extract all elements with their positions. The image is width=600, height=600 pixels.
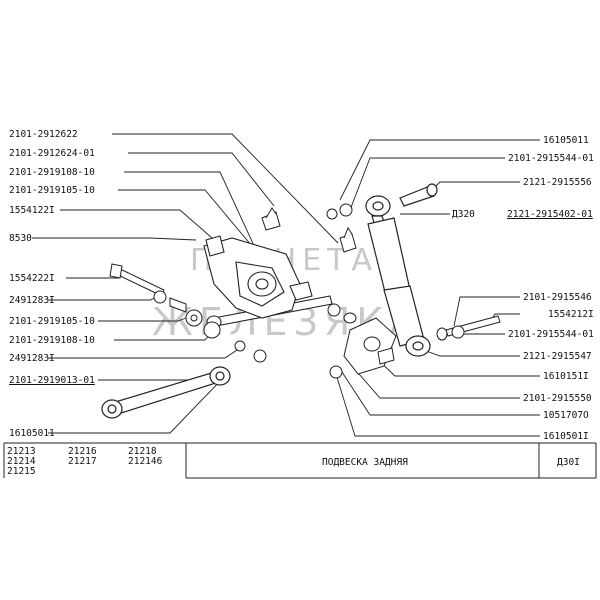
part-label: 2101-2915546 — [523, 292, 592, 303]
leader-line — [32, 237, 197, 241]
part-label: 1554122I — [9, 205, 55, 216]
leader-line — [335, 373, 540, 437]
leader-line — [48, 374, 227, 434]
washer-right-2 — [451, 325, 465, 339]
bushing-left-2 — [203, 321, 221, 339]
part-label: 2491283I — [9, 295, 55, 306]
leader-line — [453, 296, 520, 327]
part-label: 2101-2919108-10 — [9, 335, 95, 346]
leader-line — [48, 347, 241, 359]
part-label: 2121-2915547 — [523, 351, 592, 362]
leader-line — [98, 317, 187, 322]
part-label: 2491283I — [9, 353, 55, 364]
washer-left — [153, 290, 167, 304]
leader-line — [112, 133, 339, 244]
part-label: 1554212I — [548, 309, 594, 320]
part-label: 1554222I — [9, 273, 55, 284]
washer-left-2 — [234, 340, 246, 352]
nut-right-1 — [326, 208, 338, 220]
leader-line — [339, 139, 540, 201]
part-label: 2101-2915544-01 — [508, 153, 594, 164]
leader-line — [349, 157, 505, 211]
part-label: 2101-2915550 — [523, 393, 592, 404]
leader-line — [124, 171, 257, 251]
part-label: 16105011 — [543, 135, 589, 146]
part-label: 2101-2915544-01 — [508, 329, 594, 340]
model-code: 21216 — [68, 446, 97, 457]
part-label: 16105011 — [9, 428, 55, 439]
leader-line — [128, 152, 275, 207]
model-code: 21218 — [128, 446, 157, 457]
spacer-left — [169, 297, 187, 313]
part-label: 2101-2912624-01 — [9, 148, 95, 159]
model-code: 21215 — [7, 466, 36, 477]
model-code: 21217 — [68, 456, 97, 467]
part-label: 2101-2919105-10 — [9, 185, 95, 196]
part-label: 2101-2919108-10 — [9, 167, 95, 178]
spacer-right — [377, 347, 395, 365]
page-title: ПОДВЕСКА ЗАДНЯЯ — [322, 457, 408, 468]
part-label: 2101-2919013-01 — [9, 375, 95, 386]
part-label: 1610501I — [543, 431, 589, 442]
model-code: 212146 — [128, 456, 163, 467]
bracket-tab — [205, 235, 225, 257]
nut-left — [253, 349, 267, 363]
part-label: 2101-2912622 — [9, 129, 78, 140]
nut-right-2 — [329, 365, 343, 379]
part-label: 2101-2919105-10 — [9, 316, 95, 327]
washer-right-1 — [339, 203, 353, 217]
part-label: 2121-2915556 — [523, 177, 592, 188]
part-label: 2121-2915402-01 — [507, 209, 593, 220]
bushing-right-2 — [343, 312, 357, 324]
bushing-right — [327, 303, 341, 317]
part-label: 1610151I — [543, 371, 589, 382]
part-label: 8530 — [9, 233, 32, 244]
model-code: 21213 — [7, 446, 36, 457]
part-label: 1051707O — [543, 410, 589, 421]
leader-line — [341, 371, 540, 416]
leader-line — [351, 365, 520, 399]
model-code: 21214 — [7, 456, 36, 467]
page-code: Д30I — [557, 457, 580, 468]
inline-part-label: Д320 — [452, 209, 475, 220]
